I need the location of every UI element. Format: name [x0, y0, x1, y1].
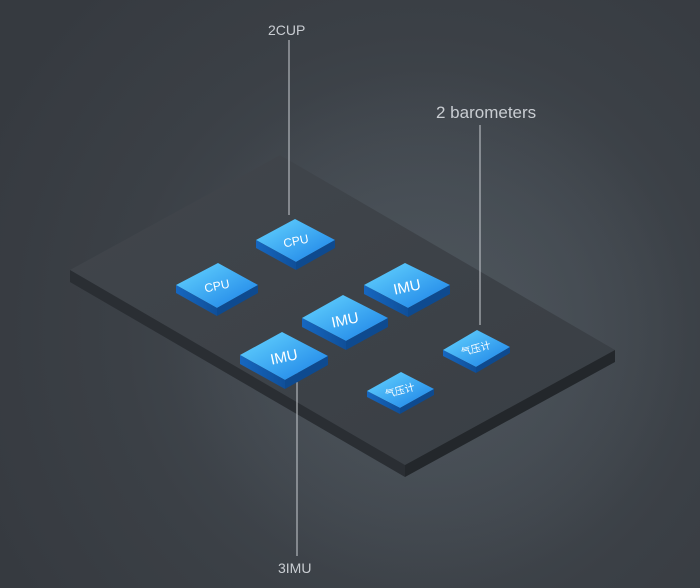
board-side-left [70, 270, 405, 477]
chip-label-cpu-top: CPU [282, 232, 310, 251]
chip-label-cpu-left: CPU [203, 277, 231, 296]
chip-label-imu-front: IMU [269, 346, 299, 368]
cpu-chip-top: CPU [256, 219, 335, 270]
imu-chip-center: IMU [302, 295, 388, 350]
barometer-chip-right: 气压计 [443, 330, 510, 373]
imu-callout-label: 3IMU [278, 560, 312, 576]
chip-label-imu-center: IMU [330, 309, 360, 331]
imu-chip-right: IMU [364, 263, 450, 317]
cpu-callout-label: 2CUP [268, 22, 306, 38]
barometer-chip-bottom: 气压计 [367, 372, 434, 414]
cpu-chip-left: CPU [176, 263, 258, 316]
imu-chip-front: IMU [240, 332, 328, 389]
chip-label-imu-right: IMU [392, 276, 422, 298]
barometer-callout-label: 2 barometers [436, 103, 537, 122]
board-side-right [405, 350, 615, 477]
